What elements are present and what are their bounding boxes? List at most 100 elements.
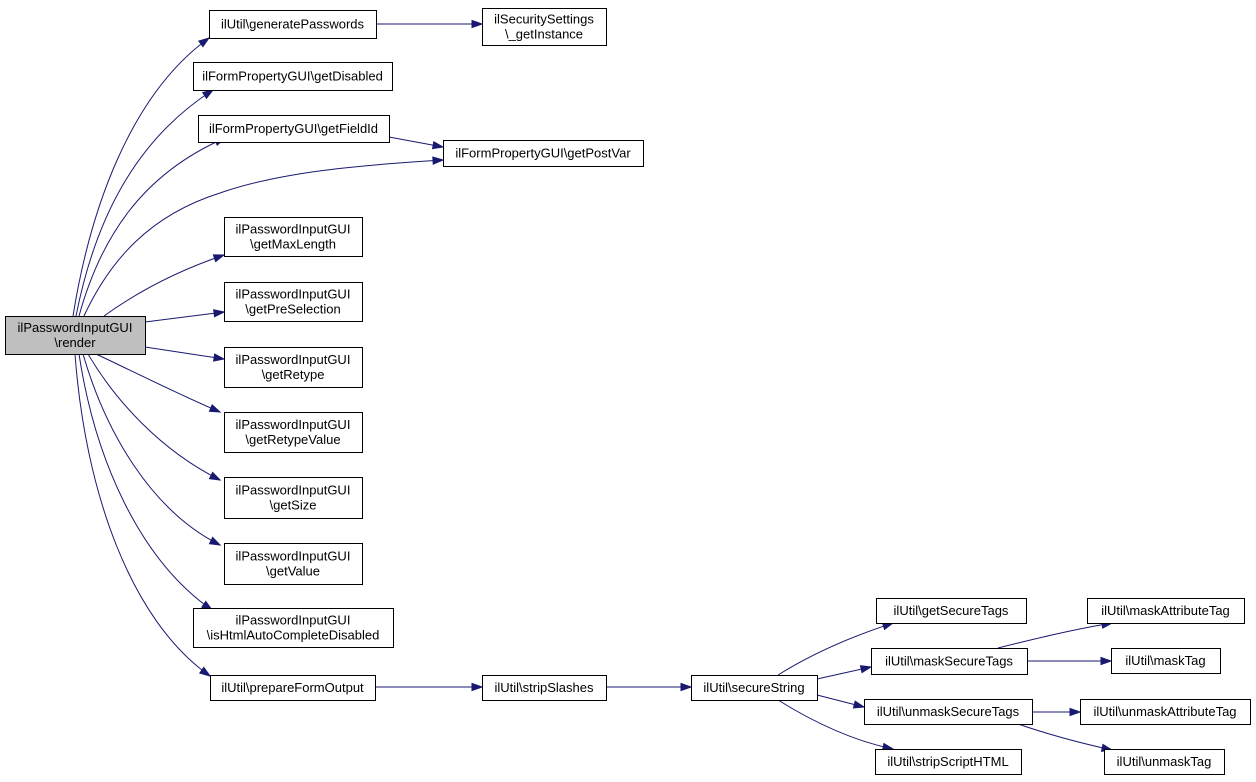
node-getMaxLength[interactable]: ilPasswordInputGUI\getMaxLength [224,217,363,257]
node-label: ilPasswordInputGUI [236,222,351,237]
node-getRetypeValue[interactable]: ilPasswordInputGUI\getRetypeValue [224,412,363,453]
node-label: ilUtil\secureString [703,680,804,695]
node-box [224,412,363,453]
node-label: ilUtil\stripScriptHTML [887,754,1008,769]
node-label: ilUtil\prepareFormOutput [221,680,364,695]
node-label: ilUtil\generatePasswords [221,17,365,32]
node-getRetype[interactable]: ilPasswordInputGUI\getRetype [224,347,363,388]
node-label: ilUtil\stripSlashes [495,680,594,695]
node-getValue[interactable]: ilPasswordInputGUI\getValue [224,543,363,585]
node-label: ilFormPropertyGUI\getFieldId [209,121,378,136]
node-genPw[interactable]: ilUtil\generatePasswords [209,10,377,39]
edge-maskSecureTags-to-maskTag [1027,656,1113,666]
node-getSecureTags[interactable]: ilUtil\getSecureTags [876,598,1027,624]
node-label: ilUtil\maskTag [1125,653,1205,668]
node-stripScriptHTML[interactable]: ilUtil\stripScriptHTML [875,749,1022,775]
node-getPostVar[interactable]: ilFormPropertyGUI\getPostVar [443,140,644,167]
arrowhead [208,471,222,481]
node-label: ilUtil\getSecureTags [894,603,1009,618]
arrowhead [471,19,484,29]
node-label: \getPreSelection [245,302,340,317]
node-label: ilPasswordInputGUI [236,613,351,628]
node-label: \getRetype [262,367,325,382]
arrowhead [212,353,226,362]
node-label: ilPasswordInputGUI [236,483,351,498]
arrowhead [432,156,445,165]
node-secureString[interactable]: ilUtil\secureString [691,675,818,701]
node-label: ilUtil\unmaskAttributeTag [1093,704,1236,719]
node-box [864,699,1033,725]
edge-genPw-to-secSettings [376,19,484,29]
node-stripSlashes[interactable]: ilUtil\stripSlashes [482,675,607,701]
edge-render-to-isHtmlAuto [78,353,214,611]
node-box [1087,598,1245,624]
edge-maskSecureTags-to-maskAttributeTag [997,620,1114,649]
node-label: ilUtil\unmaskTag [1117,754,1212,769]
arrowhead [213,309,226,318]
edge-render-to-getFieldId [78,137,227,317]
edge-unmaskSecureTags-to-unmaskTag [1017,723,1114,752]
edge-render-to-genPw [72,37,211,317]
edge-secureString-to-unmaskSecureTags [816,694,866,709]
node-unmaskAttributeTag[interactable]: ilUtil\unmaskAttributeTag [1080,699,1251,725]
node-label: ilUtil\maskSecureTags [885,654,1013,669]
node-box [224,543,363,585]
node-label: \getValue [266,564,320,579]
node-getPreSelection[interactable]: ilPasswordInputGUI\getPreSelection [224,282,363,322]
node-box [224,477,363,519]
node-box [224,282,363,322]
node-unmaskTag[interactable]: ilUtil\unmaskTag [1104,749,1225,775]
edge-render-to-getValue [82,353,222,546]
node-unmaskSecureTags[interactable]: ilUtil\unmaskSecureTags [864,699,1033,725]
edge-render-to-prepareForm [74,353,212,677]
node-maskTag[interactable]: ilUtil\maskTag [1111,648,1221,674]
node-maskSecureTags[interactable]: ilUtil\maskSecureTags [871,648,1028,675]
edge-render-to-getPreSelection [144,309,226,323]
edge-render-to-getDisabled [75,89,215,317]
edge-render-to-getSize [87,353,222,481]
node-label: ilPasswordInputGUI [236,417,351,432]
node-box [1111,648,1221,674]
edge-stripSlashes-to-secureString [606,682,693,692]
edge-getFieldId-to-getPostVar [388,136,445,150]
node-label: \getMaxLength [250,237,336,252]
node-secSettings[interactable]: ilSecuritySettings\_getInstance [482,8,607,46]
node-getSize[interactable]: ilPasswordInputGUI\getSize [224,477,363,519]
node-render[interactable]: ilPasswordInputGUI\render [5,316,146,355]
node-label: \isHtmlAutoCompleteDisabled [207,628,380,643]
node-box [1104,749,1225,775]
arrowhead [208,404,222,413]
node-prepareForm[interactable]: ilUtil\prepareFormOutput [210,675,376,701]
arrowhead [198,666,212,677]
node-getFieldId[interactable]: ilFormPropertyGUI\getFieldId [198,115,390,143]
node-box [198,115,390,143]
arrowhead [198,37,211,48]
node-label: \render [54,335,96,350]
arrowhead [471,682,484,692]
node-box [482,8,607,46]
node-box [876,598,1027,624]
node-isHtmlAuto[interactable]: ilPasswordInputGUI\isHtmlAutoCompleteDis… [193,608,394,648]
node-box [5,316,146,355]
node-box [443,140,644,167]
node-box [209,10,377,39]
node-label: \_getInstance [505,27,583,42]
node-box [875,749,1022,775]
node-box [482,675,607,701]
arrowhead [208,536,222,546]
edge-render-to-getMaxLength [103,254,226,317]
node-box [871,648,1028,675]
node-box [193,608,394,648]
node-box [210,675,376,701]
edge-render-to-getRetype [144,346,226,362]
node-box [691,675,818,701]
node-maskAttributeTag[interactable]: ilUtil\maskAttributeTag [1087,598,1245,624]
node-box [1080,699,1251,725]
arrowhead [1069,707,1082,717]
node-box [193,62,393,91]
node-getDisabled[interactable]: ilFormPropertyGUI\getDisabled [193,62,393,91]
edge-unmaskSecureTags-to-unmaskAttributeTag [1032,707,1082,717]
arrowhead [852,700,866,709]
node-label: \getRetypeValue [245,432,340,447]
node-label: \getSize [270,498,317,513]
